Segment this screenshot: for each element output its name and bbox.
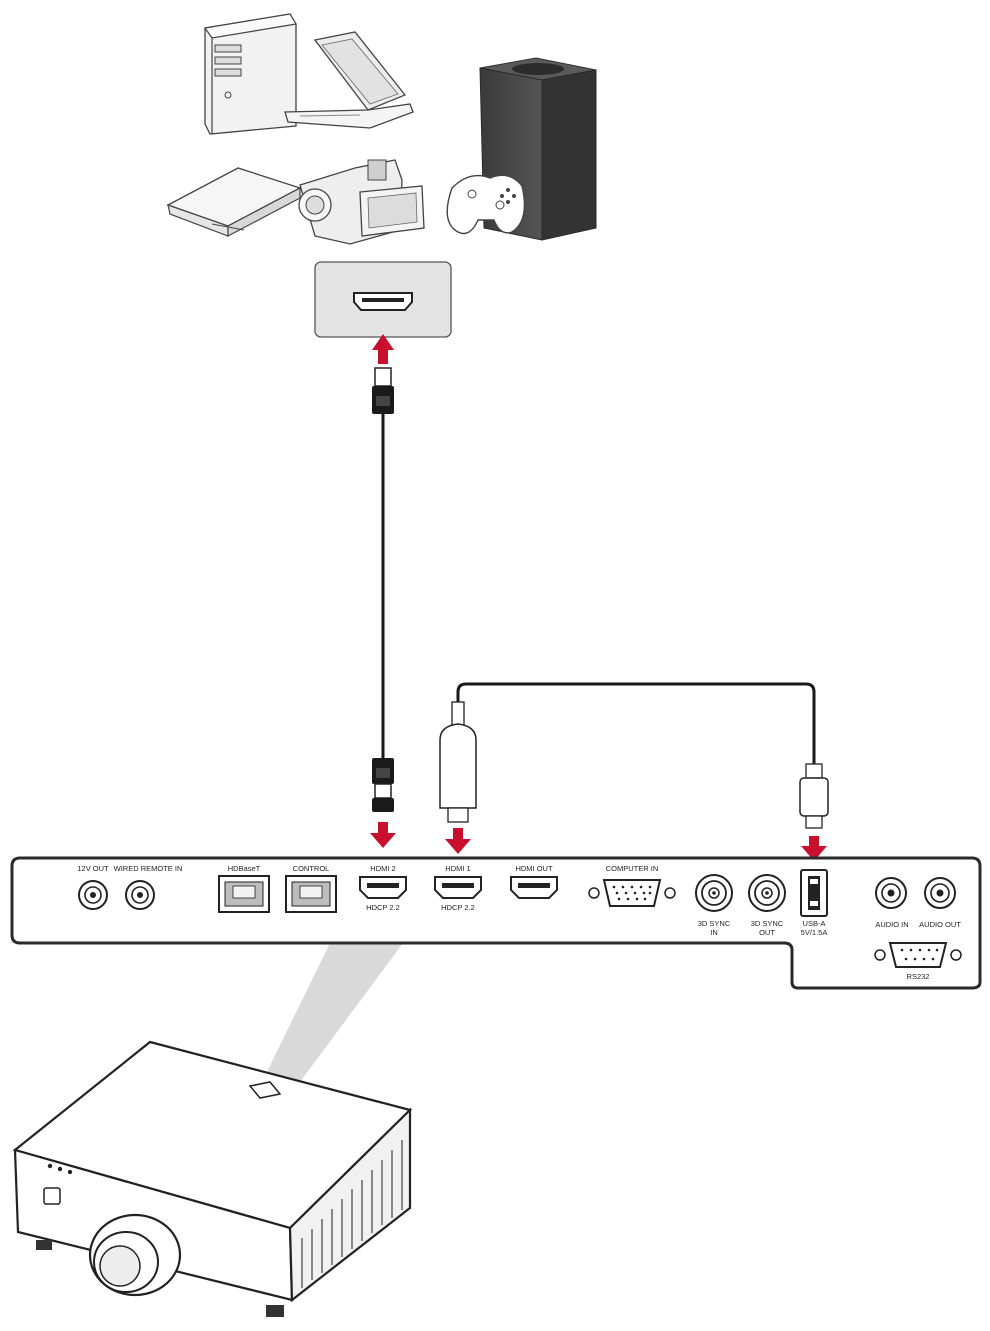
port-rs232: [874, 942, 962, 968]
port-hdmi1: [434, 876, 482, 899]
laptop-icon: [284, 31, 414, 129]
port-usb-a: [800, 869, 828, 917]
port-3d-sync-out: [748, 874, 786, 912]
label-usb-a: USB-A: [803, 919, 826, 928]
port-hdmi-out: [510, 876, 558, 899]
port-hdbaset: [218, 875, 270, 913]
usb-power-cable: [439, 682, 829, 829]
label-hdbaset: HDBaseT: [228, 864, 261, 873]
port-wired-remote-in: [125, 880, 155, 910]
port-audio-in: [875, 877, 907, 909]
rear-panel: 12V OUT WIRED REMOTE IN HDBaseT CONTROL …: [10, 856, 982, 990]
label-3d-sync-out-2: OUT: [759, 928, 775, 937]
port-audio-out: [924, 877, 956, 909]
port-control: [285, 875, 337, 913]
arrow-icons: [370, 334, 827, 861]
media-player-icon: [166, 167, 302, 237]
label-control: CONTROL: [293, 864, 330, 873]
label-computer-in: COMPUTER IN: [606, 864, 659, 873]
label-audio-in: AUDIO IN: [875, 920, 908, 929]
source-devices: [166, 13, 597, 338]
arrow-up-to-source-icon: [372, 334, 394, 364]
hdmi-port-icon: [314, 261, 452, 338]
camcorder-icon: [298, 159, 425, 245]
label-hdmi-out: HDMI OUT: [515, 864, 552, 873]
label-hdmi1: HDMI 1: [445, 864, 470, 873]
label-3d-sync-in-2: IN: [710, 928, 718, 937]
port-3d-sync-in: [695, 874, 733, 912]
projection-beam: [262, 943, 403, 1082]
port-hdmi2: [359, 876, 407, 899]
arrow-down-to-hdmi1-icon: [445, 828, 471, 854]
label-wired-remote-in: WIRED REMOTE IN: [114, 864, 183, 873]
label-usb-power: 5V/1.5A: [801, 928, 828, 937]
label-audio-out: AUDIO OUT: [919, 920, 961, 929]
port-computer-in: [588, 879, 676, 907]
arrow-down-to-hdmi2-icon: [370, 822, 396, 848]
desktop-computer-icon: [203, 13, 297, 135]
label-hdmi2: HDMI 2: [370, 864, 395, 873]
game-console-icon: [479, 57, 597, 241]
arrow-down-to-usb-icon: [801, 836, 827, 861]
label-3d-sync-in: 3D SYNC: [698, 919, 731, 928]
game-controller-icon: [446, 174, 526, 235]
label-3d-sync-out: 3D SYNC: [751, 919, 784, 928]
port-12v-out: [78, 880, 108, 910]
hdmi-cable: [372, 367, 394, 812]
label-hdmi2-hdcp: HDCP 2.2: [366, 903, 400, 912]
label-hdmi1-hdcp: HDCP 2.2: [441, 903, 475, 912]
label-12v-out: 12V OUT: [77, 864, 109, 873]
label-rs232: RS232: [907, 972, 930, 981]
projector-icon: [12, 1040, 413, 1317]
